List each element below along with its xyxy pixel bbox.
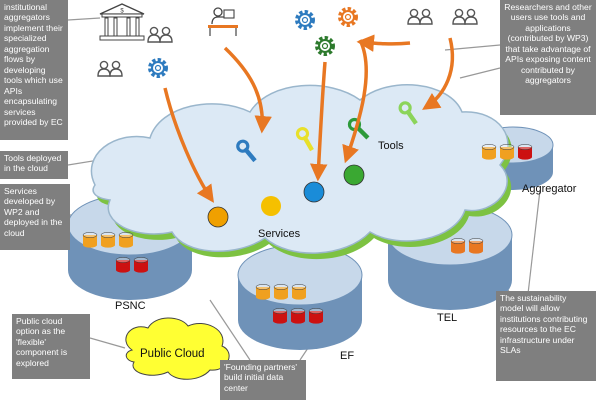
- aggregator-label: Aggregator: [522, 183, 577, 195]
- svg-text:$: $: [120, 9, 124, 15]
- tel-label: TEL: [437, 312, 458, 324]
- bank-icon: $: [99, 3, 145, 41]
- gear-icon: [295, 10, 315, 30]
- gear-icon: [315, 36, 335, 56]
- user-group-icon: [407, 8, 433, 25]
- wrench-icon: [236, 139, 257, 163]
- tools-label: Tools: [378, 140, 404, 152]
- service-ball: [207, 206, 229, 228]
- founding-partners-callout: 'Founding partners' build initial data c…: [220, 360, 306, 400]
- psnc-label: PSNC: [115, 300, 146, 312]
- wrench-icon: [398, 101, 418, 125]
- user-group-icon: [147, 26, 173, 43]
- researchers-callout: Researchers and other users use tools an…: [500, 0, 596, 115]
- aggregator-databases: [481, 144, 533, 160]
- user-at-desk-icon: [208, 7, 238, 36]
- gear-icon: [338, 7, 358, 27]
- aggregators-callout: institutional aggregators implement thei…: [0, 0, 68, 140]
- sustainability-callout: The sustainability model will allow inst…: [496, 291, 596, 381]
- ef-label: EF: [340, 350, 355, 362]
- cloud-body: [90, 84, 509, 254]
- flow-arrows: [163, 34, 455, 203]
- services-callout: Services developed by WP2 and deployed i…: [0, 184, 70, 250]
- service-ball: [303, 181, 325, 203]
- wrench-icon: [295, 127, 314, 152]
- public-cloud-callout: Public cloud option as the 'flexible' co…: [12, 314, 90, 379]
- tools-cloud-callout: Tools deployed in the cloud: [0, 151, 68, 179]
- user-group-icon: [452, 8, 478, 25]
- gear-icon: [148, 58, 168, 78]
- service-ball: [343, 164, 365, 186]
- service-ball: [261, 196, 281, 216]
- public-cloud-label: Public Cloud: [140, 348, 205, 360]
- services-label: Services: [258, 228, 301, 240]
- user-group-icon: [97, 60, 123, 77]
